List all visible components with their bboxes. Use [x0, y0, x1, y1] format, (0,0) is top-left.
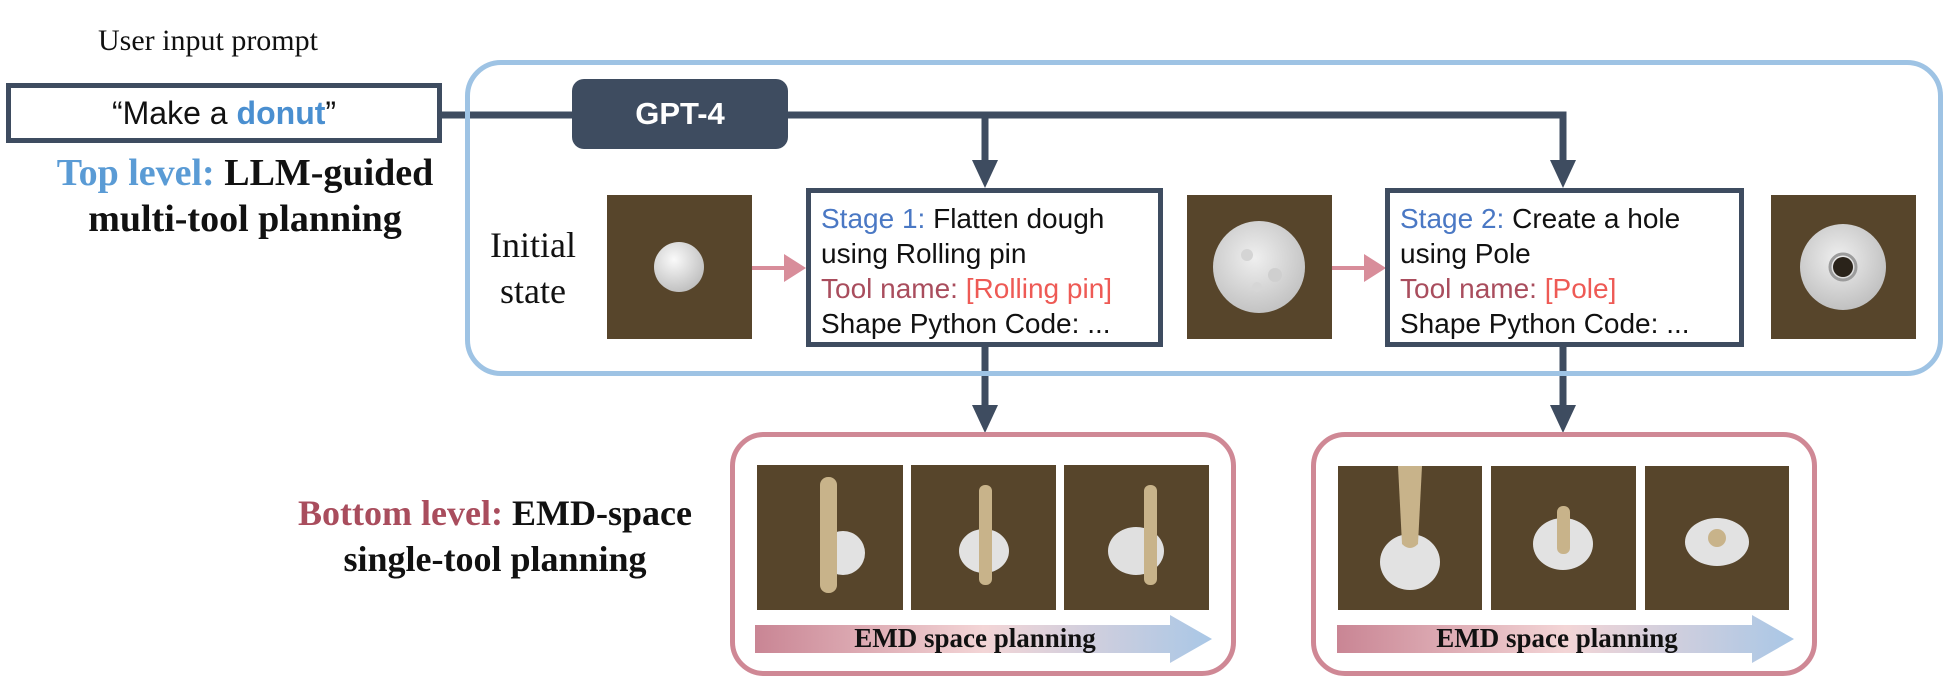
stage-2-tool-label: Tool name:	[1400, 273, 1537, 304]
stage-1-desc2: using Rolling pin	[821, 238, 1027, 269]
emd-planning-label-1: EMD space planning	[854, 623, 1096, 653]
top-level-line1: LLM-guided	[224, 152, 434, 194]
prompt-text-after: ”	[325, 94, 337, 131]
pole-icon	[1685, 518, 1749, 566]
rolling-pin-step-1-image	[757, 465, 903, 610]
stage-2-title: Stage 2:	[1400, 203, 1505, 234]
top-level-frame	[465, 60, 1943, 376]
rolling-pin-icon	[959, 485, 1009, 585]
arrow-head-bottom1	[972, 405, 998, 433]
rolling-pin-icon	[820, 477, 865, 593]
prompt-text-before: “Make a	[111, 94, 228, 131]
bottom-level-line2: single-tool planning	[343, 539, 647, 579]
emd-planning-label-2: EMD space planning	[1436, 623, 1678, 653]
initial-state-image	[607, 195, 752, 339]
bottom-level-label: Bottom level: EMD-space single-tool plan…	[285, 490, 705, 582]
top-level-line2: multi-tool planning	[88, 198, 402, 240]
gpt4-planner-node: GPT-4	[572, 79, 788, 149]
pole-icon	[1380, 466, 1440, 590]
pole-step-2-image	[1491, 466, 1636, 610]
prompt-keyword: donut	[236, 94, 326, 131]
flattened-dough-image	[1187, 195, 1332, 339]
stage-2-desc1: Create a hole	[1512, 203, 1681, 234]
bottom-level-line1: EMD-space	[511, 493, 692, 533]
pole-icon	[1533, 506, 1593, 570]
arrow-head-stage1	[972, 160, 998, 188]
top-level-prefix: Top level:	[56, 152, 215, 194]
initial-state-label: Initial state	[478, 222, 588, 314]
flat-disc-icon	[1213, 221, 1305, 313]
pole-step-3-image	[1645, 466, 1789, 610]
rolling-pin-icon	[1108, 485, 1164, 585]
emd-arrow-1	[755, 615, 1212, 663]
transition-arrow-2	[1332, 254, 1386, 282]
stage-1-desc1: Flatten dough	[933, 203, 1105, 234]
top-level-label: Top level: LLM-guided multi-tool plannin…	[40, 150, 450, 242]
arrow-head-bottom2	[1550, 405, 1576, 433]
stage-1-box: Stage 1: Flatten dough using Rolling pin…	[806, 188, 1163, 347]
rolling-pin-step-3-image	[1064, 465, 1209, 610]
initial-state-line2: state	[500, 271, 566, 311]
gpt-branch-connector	[788, 111, 1567, 166]
stage-1-code-label: Shape Python Code: ...	[821, 308, 1111, 339]
initial-state-line1: Initial	[490, 225, 576, 265]
donut-icon	[1800, 224, 1886, 310]
stage-2-desc2: using Pole	[1400, 238, 1531, 269]
stage-2-code-label: Shape Python Code: ...	[1400, 308, 1690, 339]
emd-arrow-2	[1337, 615, 1794, 663]
pole-step-1-image	[1338, 466, 1482, 610]
donut-result-image	[1771, 195, 1916, 339]
stage-1-tool-label: Tool name:	[821, 273, 958, 304]
rolling-pin-step-2-image	[911, 465, 1056, 610]
stage-1-title: Stage 1:	[821, 203, 926, 234]
prompt-input-box: “Make a donut ”	[6, 83, 442, 143]
user-prompt-caption: User input prompt	[98, 24, 318, 57]
bottom-frame-2	[1311, 432, 1817, 676]
stage-1-tool-value: [Rolling pin]	[965, 273, 1113, 304]
stage-2-tool-value: [Pole]	[1544, 273, 1617, 304]
stage-2-box: Stage 2: Create a hole using Pole Tool n…	[1385, 188, 1744, 347]
bottom-level-prefix: Bottom level:	[298, 493, 503, 533]
bottom-frame-1	[730, 432, 1236, 676]
arrow-head-stage2	[1550, 160, 1576, 188]
transition-arrow-1	[752, 254, 806, 282]
dough-ball-icon	[654, 242, 704, 292]
